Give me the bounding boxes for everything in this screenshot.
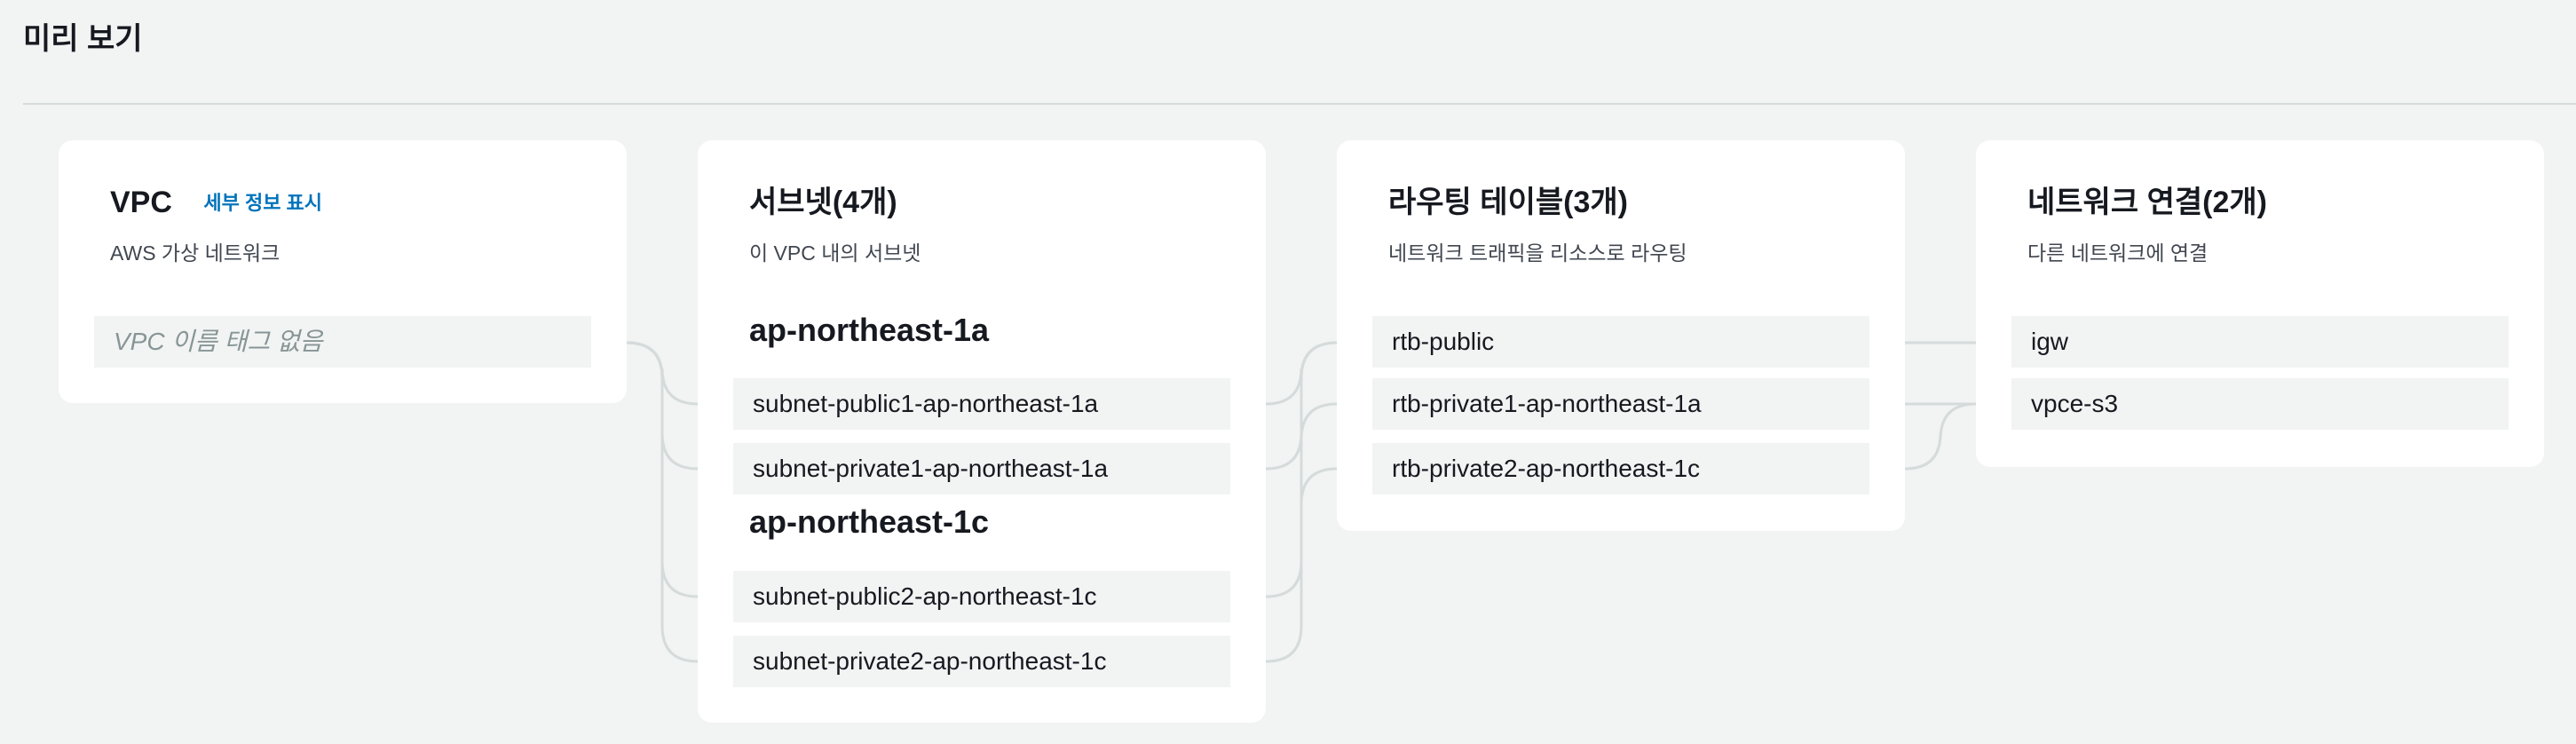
show-details-link[interactable]: 세부 정보 표시 <box>203 192 323 214</box>
az-label-1a: ap-northeast-1a <box>749 312 990 348</box>
subnet-item: subnet-private2-ap-northeast-1c <box>733 636 1230 687</box>
subnets-card-subtitle: 이 VPC 내의 서브넷 <box>749 241 921 265</box>
header-divider <box>23 103 2576 105</box>
network-connection-item: igw <box>2011 316 2509 368</box>
network-connections-card-subtitle: 다른 네트워크에 연결 <box>2027 241 2209 265</box>
route-table-item: rtb-private2-ap-northeast-1c <box>1372 443 1869 495</box>
vpc-card-subtitle: AWS 가상 네트워크 <box>110 241 281 265</box>
vpc-card-title: VPC 세부 정보 표시 <box>110 185 322 224</box>
route-tables-card-subtitle: 네트워크 트래픽을 리소스로 라우팅 <box>1388 241 1687 265</box>
subnet-item: subnet-public1-ap-northeast-1a <box>733 378 1230 430</box>
vpc-name-tag-item: VPC 이름 태그 없음 <box>94 316 591 368</box>
subnets-card-title: 서브넷(4개) <box>749 186 897 219</box>
subnets-card: 서브넷(4개) 이 VPC 내의 서브넷 ap-northeast-1a ap-… <box>698 140 1266 723</box>
vpc-title-text: VPC <box>110 186 172 219</box>
network-connection-item: vpce-s3 <box>2011 378 2509 430</box>
subnet-item: subnet-private1-ap-northeast-1a <box>733 443 1230 495</box>
route-table-item: rtb-private1-ap-northeast-1a <box>1372 378 1869 430</box>
route-table-item: rtb-public <box>1372 316 1869 368</box>
subnet-item: subnet-public2-ap-northeast-1c <box>733 571 1230 622</box>
route-tables-card-title: 라우팅 테이블(3개) <box>1388 186 1628 219</box>
page-title: 미리 보기 <box>23 22 143 56</box>
network-connections-card-title: 네트워크 연결(2개) <box>2027 186 2267 219</box>
az-label-1c: ap-northeast-1c <box>749 503 990 540</box>
